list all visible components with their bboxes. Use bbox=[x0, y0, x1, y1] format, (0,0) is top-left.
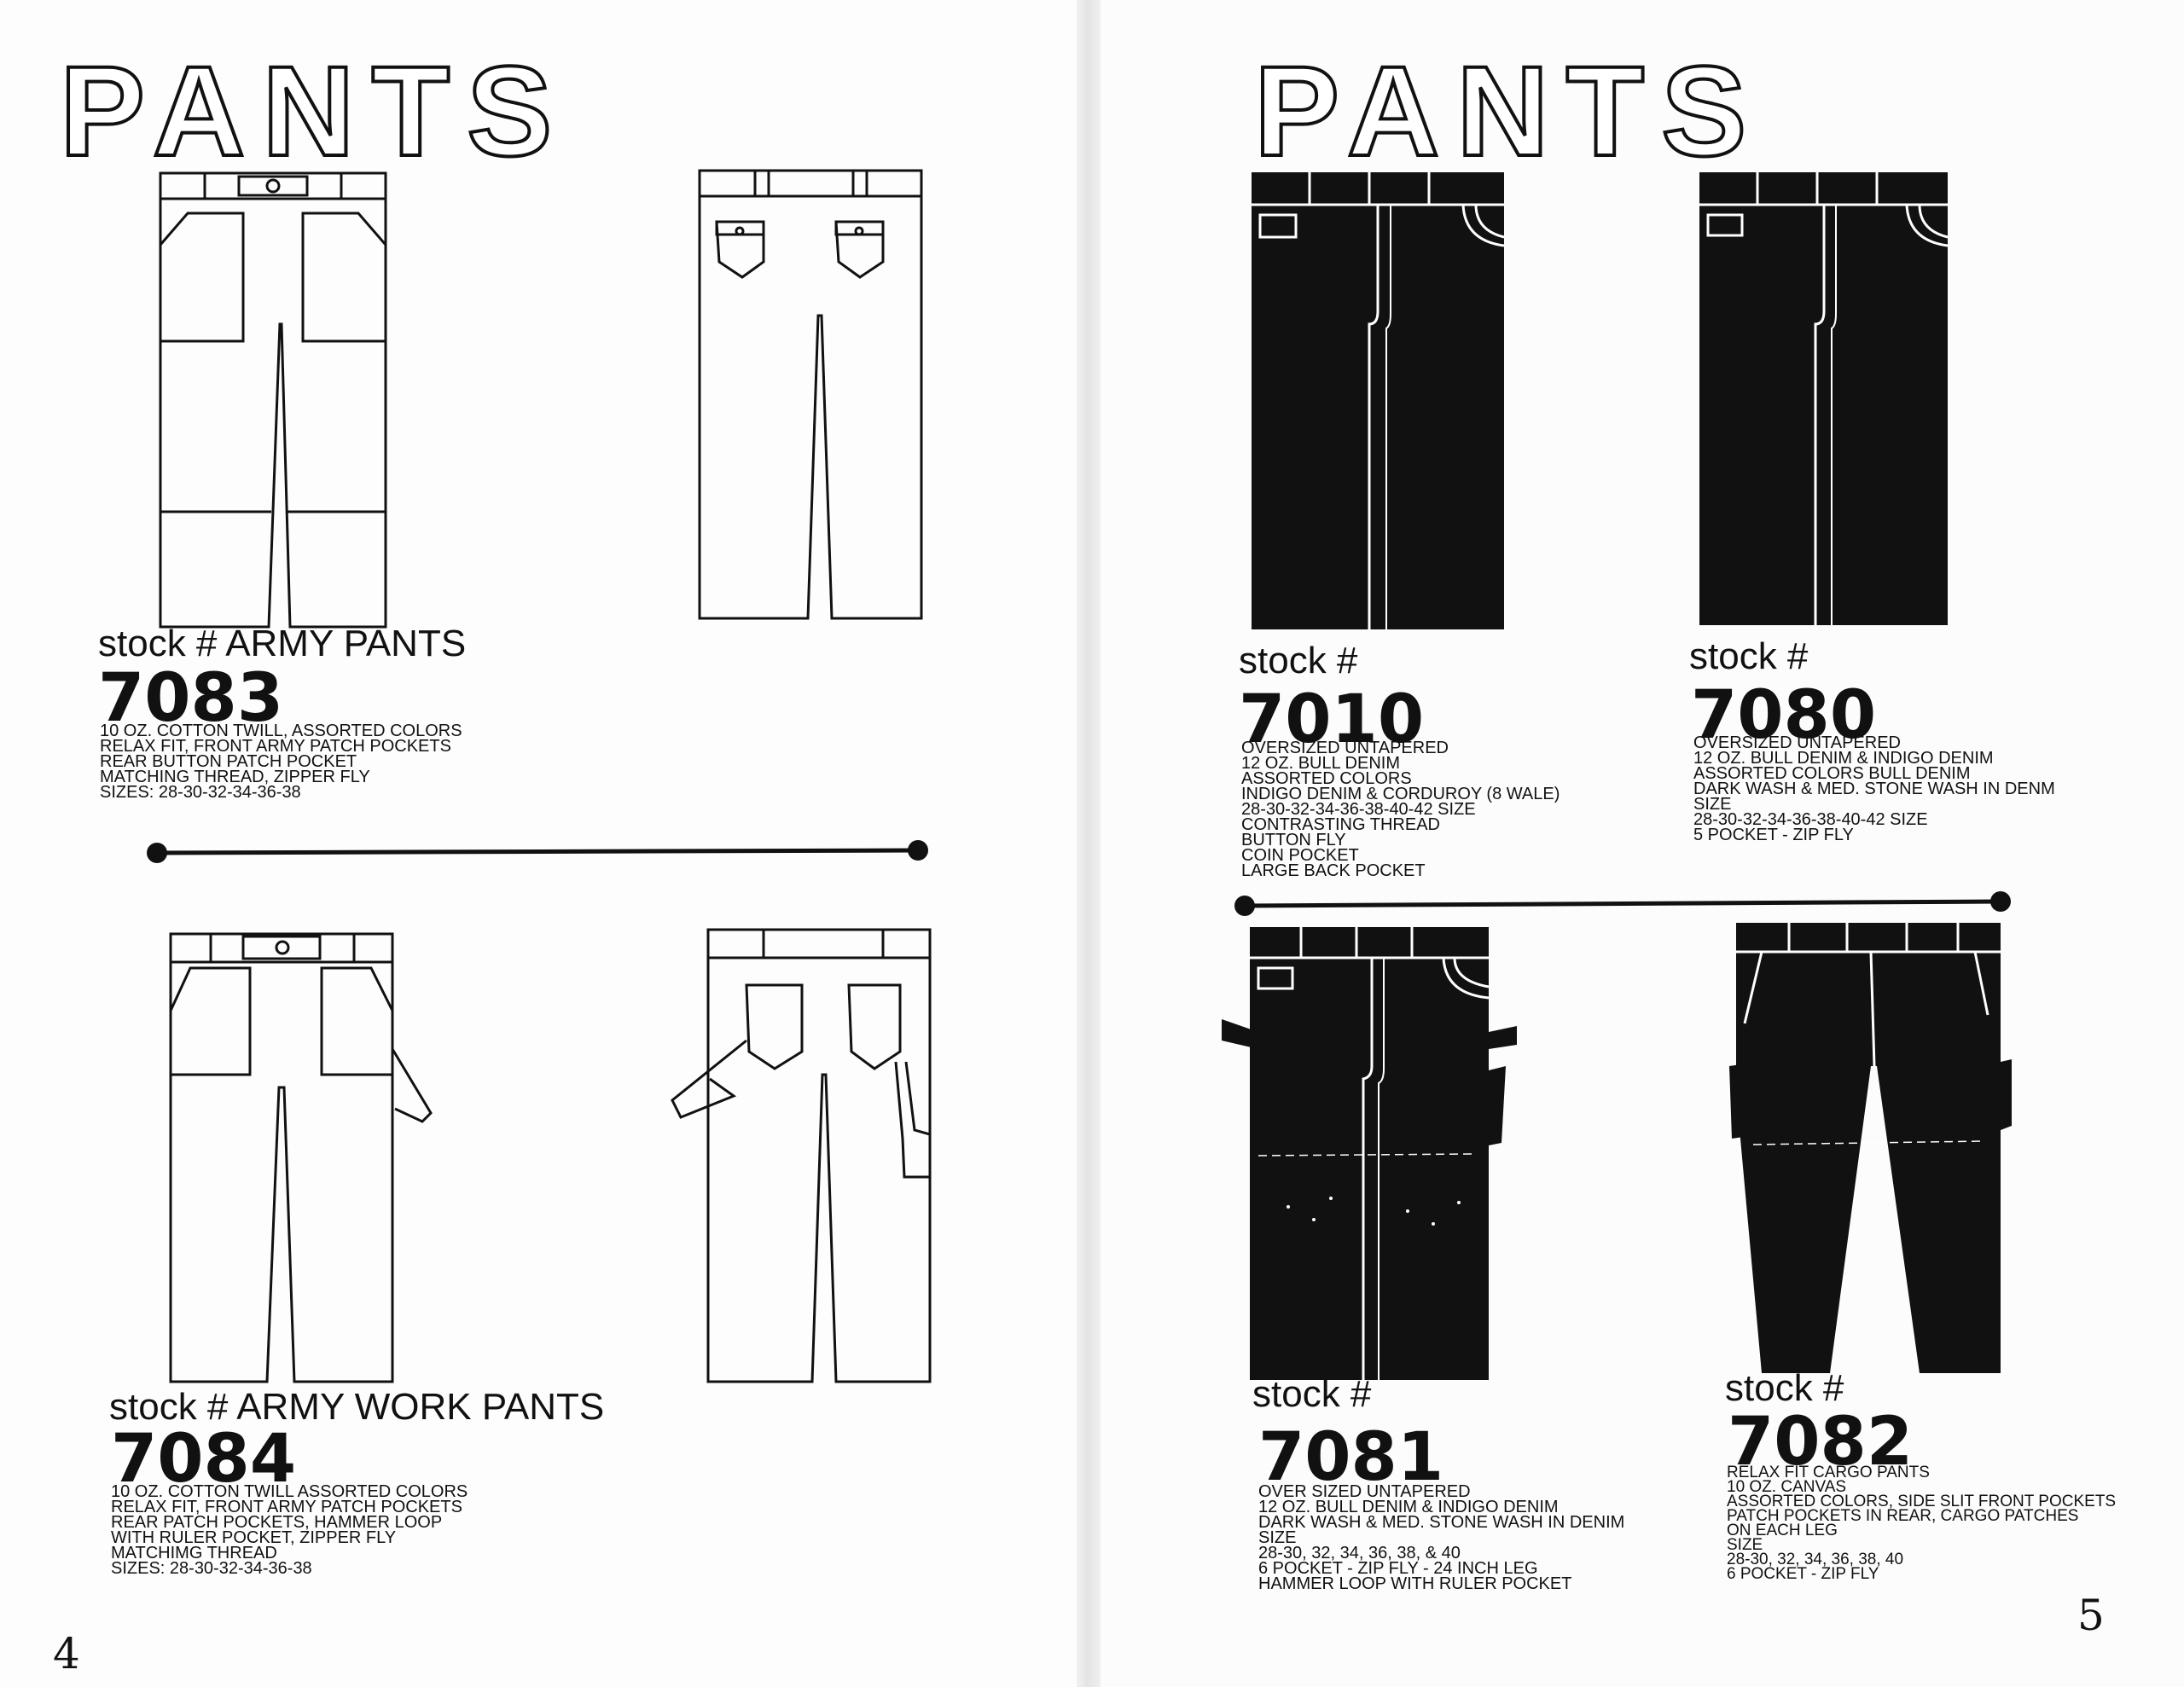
description-line: WITH RULER POCKET, ZIPPER FLY bbox=[111, 1528, 397, 1547]
army-work-pants-back-illustration bbox=[671, 928, 932, 1383]
description-line: 28-30-32-34-36-38-40-42 SIZE bbox=[1693, 810, 1928, 829]
description-line: OVER SIZED UNTAPERED bbox=[1258, 1482, 1471, 1501]
description-line: 10 OZ. COTTON TWILL ASSORTED COLORS bbox=[111, 1482, 468, 1501]
book-gutter bbox=[1077, 0, 1101, 1687]
item-7083-description: 10 OZ. COTTON TWILL, ASSORTED COLORS REL… bbox=[100, 722, 462, 802]
item-7082-description: RELAX FIT CARGO PANTS 10 OZ. CANVAS ASSO… bbox=[1727, 1464, 2117, 1583]
description-line: 10 OZ. CANVAS bbox=[1727, 1478, 1847, 1496]
description-line: MATCHING THREAD, ZIPPER FLY bbox=[100, 768, 370, 786]
description-line: 12 OZ. BULL DENIM bbox=[1241, 754, 1400, 773]
description-line: HAMMER LOOP WITH RULER POCKET bbox=[1258, 1574, 1572, 1593]
item-7010-description: OVERSIZED UNTAPERED 12 OZ. BULL DENIM AS… bbox=[1241, 739, 1560, 880]
description-line: SIZES: 28-30-32-34-36-38 bbox=[111, 1559, 312, 1578]
right-page-heading: PANTS bbox=[1252, 39, 1764, 183]
description-line: ASSORTED COLORS, SIDE SLIT FRONT POCKETS bbox=[1727, 1493, 2117, 1510]
item-7080-stock-number: 7080 bbox=[1691, 677, 1877, 754]
description-line: REAR PATCH POCKETS, HAMMER LOOP bbox=[111, 1513, 443, 1532]
description-line: LARGE BACK POCKET bbox=[1241, 861, 1426, 880]
item-7081-stock-number: 7081 bbox=[1258, 1419, 1444, 1496]
description-line: ASSORTED COLORS BULL DENIM bbox=[1693, 764, 1971, 783]
description-line: REAR BUTTON PATCH POCKET bbox=[100, 752, 357, 771]
left-page bbox=[0, 0, 1089, 1687]
description-line: PATCH POCKETS IN REAR, CARGO PATCHES bbox=[1727, 1507, 2079, 1525]
army-pants-front-illustration bbox=[159, 171, 387, 629]
left-page-heading: PANTS bbox=[58, 39, 570, 183]
description-line: DARK WASH & MED. STONE WASH IN DENIM bbox=[1258, 1513, 1625, 1532]
description-line: 10 OZ. COTTON TWILL, ASSORTED COLORS bbox=[100, 722, 462, 740]
item-7084-stock-label: stock # ARMY WORK PANTS bbox=[109, 1386, 605, 1428]
right-page-number: 5 bbox=[2077, 1591, 2105, 1640]
item-7010-stock-number: 7010 bbox=[1239, 681, 1425, 758]
item-7081-description: OVER SIZED UNTAPERED 12 OZ. BULL DENIM &… bbox=[1258, 1482, 1625, 1593]
item-7084-description: 10 OZ. COTTON TWILL ASSORTED COLORS RELA… bbox=[111, 1482, 468, 1578]
description-line: DARK WASH & MED. STONE WASH IN DENM bbox=[1693, 780, 2055, 798]
army-work-pants-front-illustration bbox=[169, 932, 433, 1383]
item-7080-stock-label: stock # bbox=[1689, 635, 1809, 677]
description-line: OVERSIZED UNTAPERED bbox=[1693, 733, 1901, 752]
description-line: RELAX FIT, FRONT ARMY PATCH POCKETS bbox=[100, 737, 451, 756]
item-7081-stock-label: stock # bbox=[1252, 1373, 1372, 1415]
item-7010-pants-illustration bbox=[1252, 172, 1505, 629]
left-section-divider bbox=[147, 840, 928, 863]
description-line: RELAX FIT, FRONT ARMY PATCH POCKETS bbox=[111, 1498, 462, 1516]
description-line: 28-30, 32, 34, 36, 38, 40 bbox=[1727, 1551, 1904, 1568]
description-line: 6 POCKET - ZIP FLY - 24 INCH LEG bbox=[1258, 1559, 1538, 1578]
right-section-divider bbox=[1234, 891, 2011, 916]
description-line: SIZE bbox=[1693, 795, 1732, 814]
item-7081-pants-illustration bbox=[1222, 927, 1517, 1380]
item-7083-stock-number: 7083 bbox=[98, 660, 284, 737]
description-line: 6 POCKET - ZIP FLY bbox=[1727, 1565, 1879, 1583]
description-line: OVERSIZED UNTAPERED bbox=[1241, 739, 1449, 757]
item-7082-stock-label: stock # bbox=[1725, 1367, 1844, 1409]
left-page-number: 4 bbox=[53, 1629, 80, 1678]
description-line: SIZE bbox=[1727, 1536, 1763, 1554]
description-line: CONTRASTING THREAD bbox=[1241, 815, 1440, 834]
item-7010-stock-label: stock # bbox=[1239, 640, 1358, 681]
item-7082-stock-number: 7082 bbox=[1728, 1404, 1914, 1481]
item-7082-pants-illustration bbox=[1729, 923, 2012, 1373]
item-7084-stock-number: 7084 bbox=[111, 1421, 297, 1498]
description-line: COIN POCKET bbox=[1241, 846, 1359, 865]
description-line: 12 OZ. BULL DENIM & INDIGO DENIM bbox=[1258, 1498, 1559, 1516]
description-line: 28-30, 32, 34, 36, 38, & 40 bbox=[1258, 1544, 1461, 1562]
description-line: SIZE bbox=[1258, 1528, 1297, 1547]
description-line: ON EACH LEG bbox=[1727, 1522, 1838, 1539]
description-line: 5 POCKET - ZIP FLY bbox=[1693, 826, 1854, 844]
item-7080-description: OVERSIZED UNTAPERED 12 OZ. BULL DENIM & … bbox=[1693, 733, 2055, 844]
army-pants-back-illustration bbox=[698, 169, 923, 620]
description-line: ASSORTED COLORS bbox=[1241, 769, 1412, 788]
description-line: BUTTON FLY bbox=[1241, 831, 1346, 849]
item-7080-pants-illustration bbox=[1699, 172, 1949, 625]
description-line: INDIGO DENIM & CORDUROY (8 WALE) bbox=[1241, 785, 1560, 803]
description-line: 12 OZ. BULL DENIM & INDIGO DENIM bbox=[1693, 749, 1994, 768]
description-line: RELAX FIT CARGO PANTS bbox=[1727, 1464, 1930, 1481]
description-line: 28-30-32-34-36-38-40-42 SIZE bbox=[1241, 800, 1476, 819]
description-line: SIZES: 28-30-32-34-36-38 bbox=[100, 783, 301, 802]
item-7083-stock-label: stock # ARMY PANTS bbox=[98, 623, 467, 664]
description-line: MATCHIMG THREAD bbox=[111, 1544, 277, 1562]
